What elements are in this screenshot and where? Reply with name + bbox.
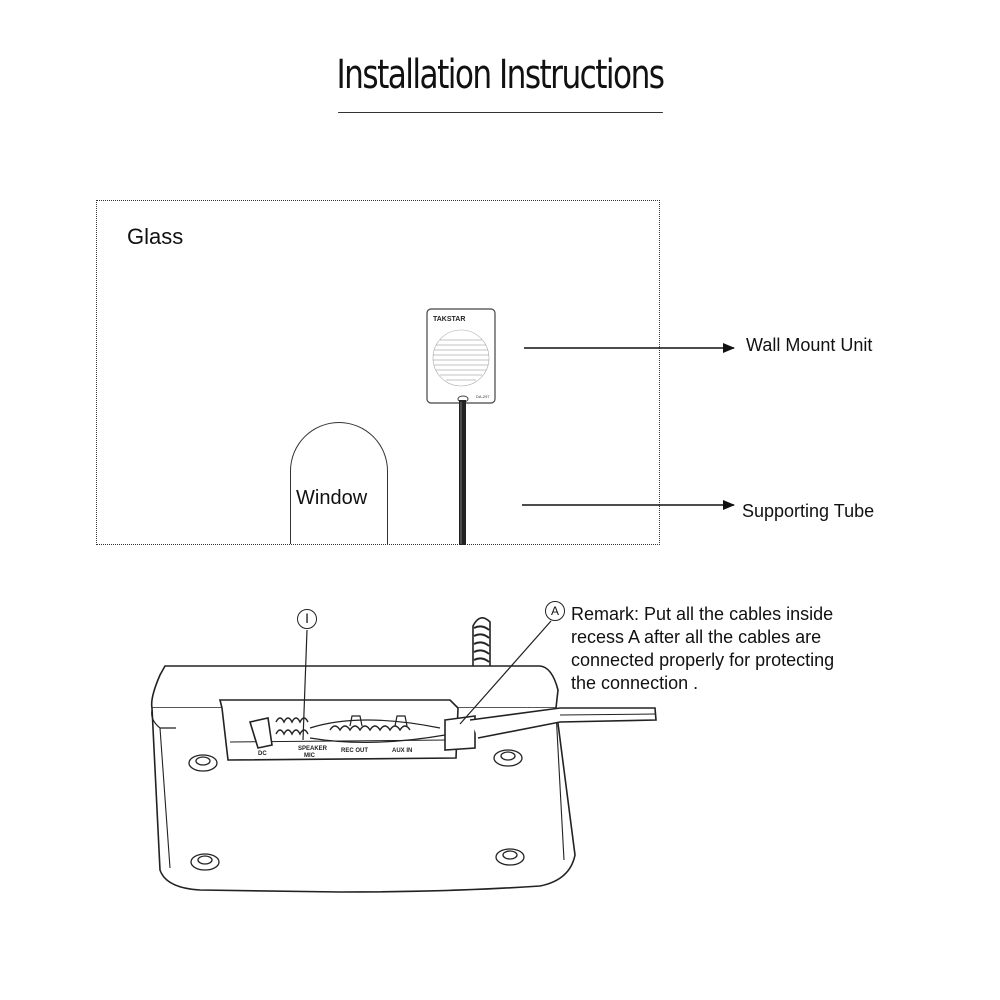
remark-marker-a: A [545,601,565,621]
port-label-dc: DC [258,751,267,757]
remark-leader [459,620,552,725]
wall-mount-unit-label: Wall Mount Unit [746,335,873,355]
marker-one: Ⅰ [297,609,317,629]
remark-line: connected properly for protecting [571,650,835,670]
glass-label: Glass [127,224,184,249]
remark-line: recess A after all the cables are [571,627,822,647]
port-label-aux-in: AUX IN [392,748,412,754]
port-label-mic: MIC [304,753,316,759]
title-underline [338,112,663,113]
remark-text: Remark: Put all the cables inside recess… [571,603,901,695]
remark-line: the connection . [571,673,699,693]
window-shape [290,422,388,544]
remark-line: Remark: Put all the cables inside [571,604,834,624]
wall-mount-unit: TAKSTAR DA-297 [426,308,496,404]
brand-logo: TAKSTAR [433,316,465,323]
base-unit [150,617,657,893]
glass-panel [96,200,660,545]
marker-one-leader [302,629,308,741]
page-title: Installation Instructions [336,52,666,98]
speaker-grille [432,329,490,387]
port-label-rec-out: REC OUT [341,748,368,754]
supporting-tube-label: Supporting Tube [742,501,875,521]
model-label: DA-297 [476,394,490,399]
port-label-speaker: SPEAKER [298,746,328,752]
window-label: Window [296,487,368,509]
supporting-tube [459,400,466,545]
rubber-feet [188,749,525,871]
